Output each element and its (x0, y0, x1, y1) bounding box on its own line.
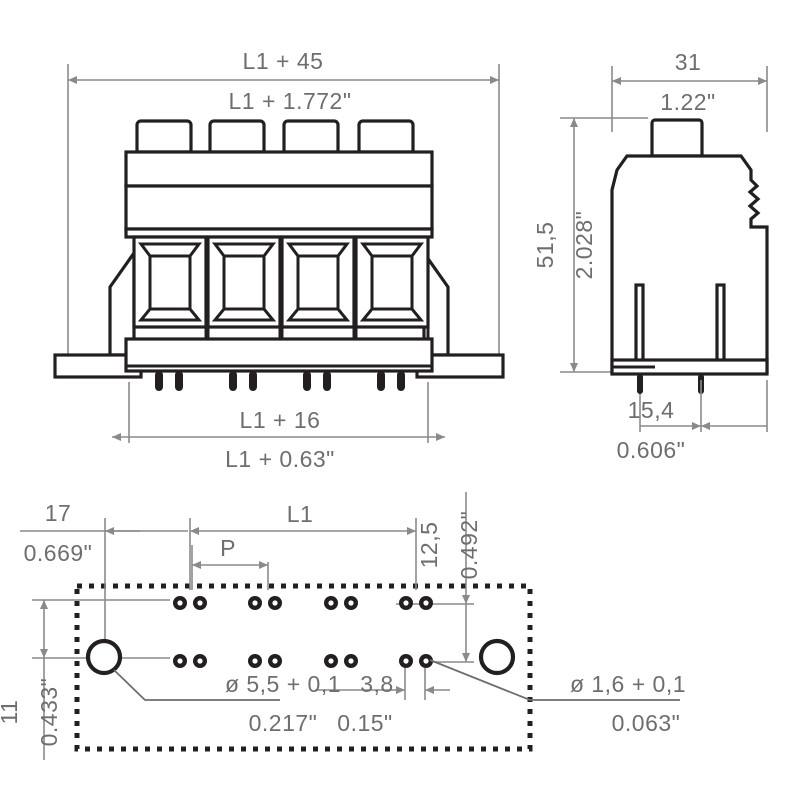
pcb-pad (248, 654, 262, 668)
pcb-edge-offset-metric-label: 17 (45, 500, 72, 526)
front-overall-width-inch-label: L1 + 1.772" (228, 88, 351, 114)
pcb-pad (399, 654, 413, 668)
front-pin-span-dimension (112, 382, 445, 443)
pcb-pad (193, 654, 207, 668)
pcb-pair-spacing-inch-label: 0.15" (337, 710, 392, 736)
pcb-pad-row-top (173, 596, 433, 610)
pcb-edge-offset-inch-label: 0.669" (24, 540, 93, 566)
pcb-pad (324, 596, 338, 610)
pcb-pad (419, 654, 433, 668)
mounting-hole-diameter-metric-label: ø 5,5 + 0,1 (225, 671, 341, 697)
front-pin-span-inch-label: L1 + 0.63" (225, 446, 335, 472)
pcb-pad (268, 596, 282, 610)
pcb-left-vertical-inch-label: 0.433" (36, 678, 62, 747)
front-housing-upper (124, 150, 434, 231)
side-width-dimension (611, 66, 768, 132)
side-height-dimension (560, 117, 648, 373)
wire-entry-opening (206, 235, 282, 341)
front-overall-width-dimension (67, 64, 500, 372)
pcb-layout-view (20, 492, 680, 760)
pcb-row-spacing-inch-label: 0.492" (456, 511, 482, 580)
pcb-mounting-hole-right (478, 638, 516, 676)
solder-pin-group (155, 371, 405, 391)
side-width-metric-label: 31 (675, 49, 702, 75)
pcb-length-dimension (189, 518, 417, 590)
wire-entry-opening (132, 235, 208, 341)
pcb-row-spacing-metric-label: 12,5 (416, 522, 442, 569)
pcb-pad (173, 596, 187, 610)
pcb-pad (344, 596, 358, 610)
pcb-pad (193, 596, 207, 610)
side-screw-head (650, 118, 704, 158)
side-depth-inch-label: 0.606" (617, 437, 686, 463)
mounting-hole-diameter-inch-label: 0.217" (249, 710, 318, 736)
side-height-metric-label: 51,5 (532, 222, 558, 269)
pcb-pair-spacing-dimension (315, 668, 450, 700)
pcb-mounting-hole-left (85, 638, 123, 676)
pcb-pad (419, 596, 433, 610)
pcb-pad (248, 596, 262, 610)
pcb-pad (344, 654, 358, 668)
front-mounting-flange-left (53, 247, 143, 379)
pin-hole-diameter-inch-label: 0.063" (612, 710, 681, 736)
pin-hole-diameter-metric-label: ø 1,6 + 0,1 (570, 671, 686, 697)
pcb-pad (324, 654, 338, 668)
pcb-pad (268, 654, 282, 668)
pcb-pad-row-bottom (173, 654, 433, 668)
screw-head-group (135, 119, 415, 154)
side-solder-pin-group (637, 374, 704, 394)
pin-hole-leader (429, 659, 680, 701)
pcb-length-label: L1 (287, 501, 314, 527)
wire-entry-openings (132, 235, 430, 341)
front-overall-width-metric-label: L1 + 45 (243, 48, 324, 74)
side-body-profile (610, 154, 769, 374)
side-height-inch-label: 2.028" (571, 211, 597, 280)
pcb-pitch-dimension (191, 545, 269, 590)
pcb-left-vertical-metric-label: 11 (0, 700, 22, 725)
pcb-edge-offset-dimension (20, 518, 188, 648)
side-width-inch-label: 1.22" (660, 89, 715, 115)
pcb-pair-spacing-metric-label: 3,8 (360, 671, 393, 697)
side-depth-metric-label: 15,4 (628, 397, 675, 423)
side-view (560, 66, 769, 432)
wire-entry-opening (280, 235, 356, 341)
front-pin-span-metric-label: L1 + 16 (240, 407, 321, 433)
front-view (53, 64, 505, 443)
pcb-pitch-label: P (220, 535, 236, 561)
pcb-outline (74, 583, 533, 752)
mounting-hole-leader (113, 669, 280, 701)
pcb-pad (399, 596, 413, 610)
wire-entry-opening (354, 235, 430, 341)
pcb-pad (173, 654, 187, 668)
side-depth-dimension (639, 380, 768, 432)
